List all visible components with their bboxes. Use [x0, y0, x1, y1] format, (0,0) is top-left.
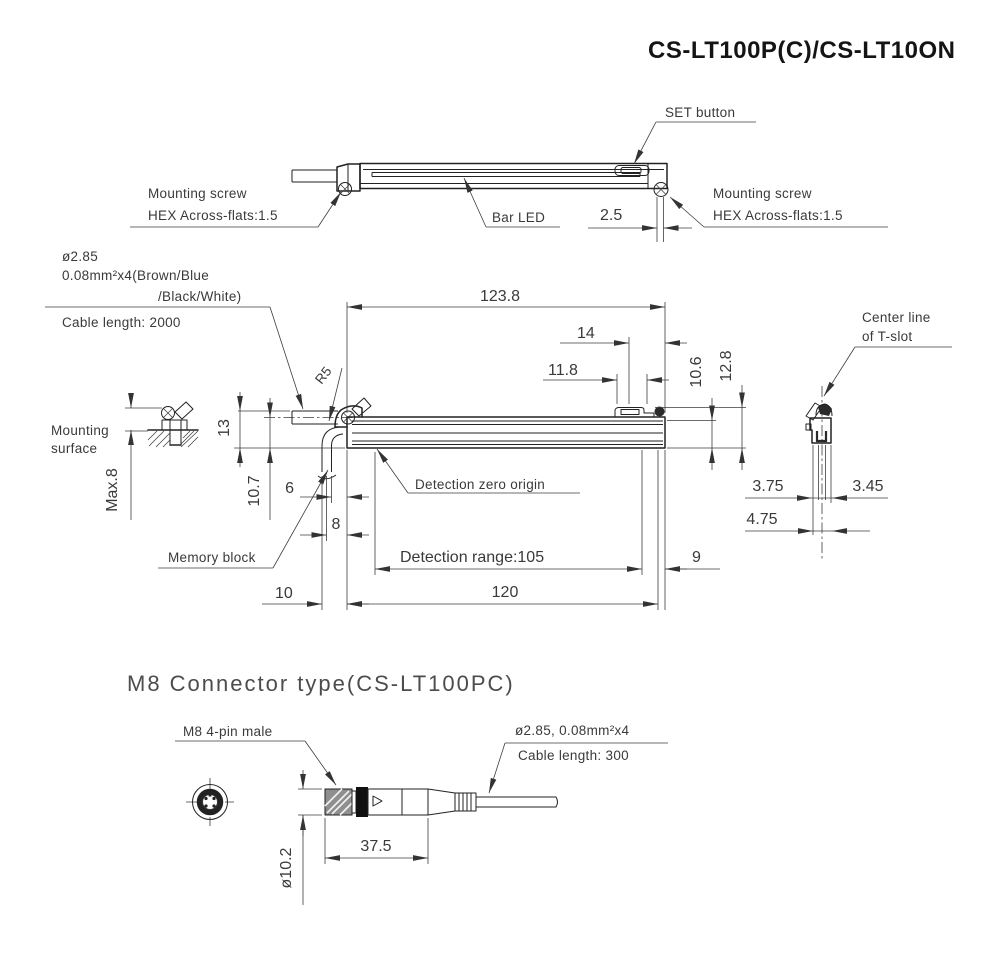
- dim-3-45-text: 3.45: [852, 478, 883, 495]
- leader-connector-cable: [488, 742, 506, 794]
- surface-hatching: [147, 430, 199, 448]
- cable-note: ø2.85 0.08mm²x4(Brown/Blue /Black/White)…: [45, 249, 304, 410]
- dim-10-2-text: ø10.2: [278, 847, 295, 888]
- mounting-screw-right: [653, 182, 669, 197]
- dim-screw-offset-text: 2.5: [600, 207, 622, 224]
- label-mounting-screw-right-2: HEX Across-flats:1.5: [713, 208, 843, 223]
- leader-mounting-screw-left: [317, 191, 342, 228]
- drawing-title: CS-LT100P(C)/CS-LT10ON: [648, 37, 955, 64]
- connector-cable-spec-text: ø2.85, 0.08mm²x4: [515, 723, 630, 738]
- set-button-bump: [614, 407, 655, 417]
- cable-length-text: Cable length: 2000: [62, 315, 181, 330]
- end-view-body: [805, 417, 832, 444]
- thread-section: [324, 788, 353, 816]
- dim-4-75-text: 4.75: [746, 511, 777, 528]
- dim-8-text: 8: [332, 516, 341, 533]
- mounting-surface-detail: Mounting surface Max.8: [51, 393, 199, 520]
- top-view: 2.5 SET button Mounting screw HEX Across…: [130, 105, 888, 242]
- label-mounting-screw-left-2: HEX Across-flats:1.5: [148, 208, 278, 223]
- bar-led-strip: [371, 172, 641, 177]
- side-view: R5 123.8 14 11.8 10.6 12.8 13 10.7: [158, 288, 746, 610]
- dim-bend-radius: R5: [312, 364, 335, 387]
- leader-memory-block: [272, 469, 329, 569]
- cable-top-view: [291, 169, 337, 183]
- label-mounting-surface-2: surface: [51, 441, 97, 456]
- dim-120-text: 120: [492, 584, 519, 601]
- dim-12-8-text: 12.8: [718, 350, 735, 381]
- connector-front-view: [186, 778, 234, 826]
- leader-bend-radius: [328, 367, 343, 422]
- right-screw-side-view: [654, 406, 665, 417]
- connector-cable-length-text: Cable length: 300: [518, 748, 629, 763]
- cable-wires-text-2: /Black/White): [158, 289, 241, 304]
- cable-side-view: [264, 410, 352, 425]
- connector-section: M8 Connector type(CS-LT100PC) M8 4-pin m…: [127, 671, 668, 905]
- orientation-marker: [372, 795, 383, 807]
- end-view: 3.75 3.45 4.75 Center line of T-slot: [745, 310, 952, 560]
- t-slot-clamp-left: [334, 397, 372, 428]
- dim-37-5-text: 37.5: [360, 838, 391, 855]
- clamp-detail: [161, 401, 194, 446]
- dim-10-7-text: 10.7: [246, 475, 263, 506]
- dim-9-text: 9: [692, 549, 701, 566]
- leader-bar-led: [463, 177, 487, 228]
- dim-11-8-text: 11.8: [548, 362, 578, 379]
- label-center-line-1: Center line: [862, 310, 931, 325]
- leader-m8-4pin: [304, 740, 337, 786]
- leader-set-button: [633, 121, 657, 165]
- cable-diameter-text: ø2.85: [62, 249, 98, 264]
- mounting-screw-left: [336, 163, 361, 196]
- dim-14-text: 14: [577, 325, 595, 342]
- cable-wires-text-1: 0.08mm²x4(Brown/Blue: [62, 268, 209, 283]
- connector-cable: [476, 796, 558, 808]
- leader-mounting-screw-right: [669, 196, 705, 228]
- leader-center-line: [823, 346, 856, 397]
- locking-band: [356, 787, 368, 817]
- set-button: [614, 165, 650, 176]
- label-center-line-2: of T-slot: [862, 329, 912, 344]
- dim-max-8-text: Max.8: [104, 468, 121, 512]
- dim-3-75-text: 3.75: [752, 478, 783, 495]
- label-memory-block: Memory block: [168, 550, 256, 565]
- connector-section-title: M8 Connector type(CS-LT100PC): [127, 671, 515, 696]
- memory-block-cable: [317, 426, 344, 480]
- leader-detection-zero: [376, 448, 409, 494]
- dim-overall-text: 123.8: [480, 288, 520, 305]
- label-mounting-screw-left-1: Mounting screw: [148, 186, 247, 201]
- leader-cable-note: [269, 306, 304, 410]
- dim-10-text: 10: [275, 585, 293, 602]
- dim-screw-offset: 2.5: [588, 197, 692, 242]
- label-mounting-surface-1: Mounting: [51, 423, 109, 438]
- label-set-button: SET button: [665, 105, 735, 120]
- dim-10-6-text: 10.6: [688, 356, 705, 387]
- label-m8-4pin: M8 4-pin male: [183, 724, 272, 739]
- label-detection-zero: Detection zero origin: [415, 477, 545, 492]
- detection-range-text: Detection range:105: [400, 549, 544, 566]
- connector-side-view: [324, 787, 558, 817]
- sensor-body-top-view: [359, 162, 668, 190]
- label-mounting-screw-right-1: Mounting screw: [713, 186, 812, 201]
- dim-13-text: 13: [216, 419, 233, 437]
- sensor-body-side-view: [346, 406, 666, 449]
- strain-relief: [455, 792, 477, 812]
- dim-6-text: 6: [285, 480, 294, 497]
- label-bar-led: Bar LED: [492, 210, 545, 225]
